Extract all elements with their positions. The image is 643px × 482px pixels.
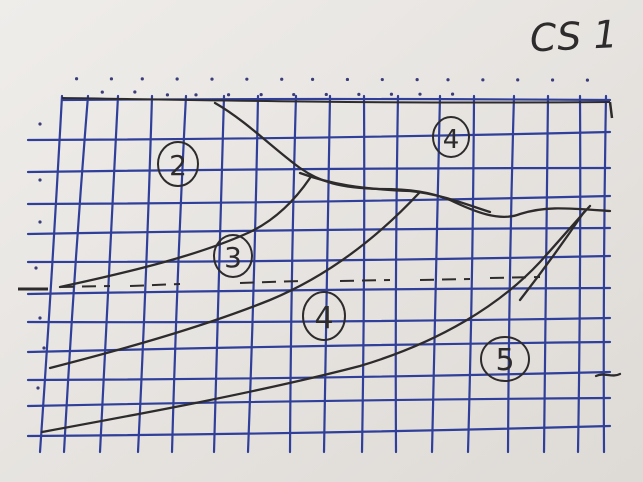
grid-left-edge [38,94,64,454]
guide-dot [140,77,144,81]
zone-label-1: 2 [157,141,199,187]
zone-label-4: 4 [302,291,346,341]
grid-vertical-line [430,94,442,454]
dotted-guides [34,77,590,390]
zone-number: 4 [443,125,460,155]
guide-dot [418,92,422,96]
zone-number: 4 [314,301,333,336]
boundary-curve-zone-4-5 [40,204,592,434]
boundary-curve-zone-4-5-branch [518,210,586,302]
grid-vertical-line [602,94,608,454]
boundary-curves [40,101,622,434]
grid-vertical-line [360,94,366,454]
guide-dot [210,77,214,81]
guide-dot [389,92,394,96]
grid-horizontal-line [26,424,612,438]
guide-dot [345,77,350,82]
grid-horizontal-line [26,396,612,408]
grid-vertical-line [576,94,582,454]
zone-circle [432,116,470,158]
grid-vertical-line [542,94,550,454]
grid-vertical-line [394,94,400,454]
guide-dot [175,77,179,81]
zone-number: 5 [495,343,514,378]
zone-circle [302,291,346,341]
grid-vertical-line [288,94,298,454]
bottom-right-mark [594,372,622,378]
guide-dot [380,77,384,82]
grid-horizontal-line [26,226,612,236]
grid-horizontal-line [26,194,612,206]
frame-right-tick [608,101,614,119]
zone-number: 2 [169,149,187,182]
guide-dot [259,93,263,97]
guide-dot [245,77,249,81]
guide-dot [165,93,170,97]
guide-dot [226,93,231,97]
grid-vertical-line [212,94,226,454]
guide-dot [34,266,38,270]
guide-dot [550,78,555,82]
zone-circle [213,234,253,278]
guide-dot [74,77,79,81]
guide-dot [446,78,450,82]
zone-label-2: 4 [432,116,470,158]
grid-vertical-line [466,94,476,454]
guide-dot [42,346,46,350]
guide-dot [133,90,137,94]
grid-horizontal-line [26,166,612,174]
guide-dot [292,92,296,97]
guide-dot [585,78,590,82]
zone-label-5: 5 [480,336,530,382]
guide-dot [100,90,104,94]
guide-dot [415,78,419,82]
grid-horizontal-line [26,130,612,142]
guide-dot [280,77,284,81]
guide-dot [324,92,328,97]
guide-dot [38,178,42,182]
grid-vertical-line [506,94,516,454]
zone-label-3: 3 [213,234,253,278]
guide-dot [38,220,42,224]
zone-circle [157,141,199,187]
zone-circle [480,336,530,382]
boundary-curve-zone-3-4 [48,190,422,370]
guide-dot [450,92,455,96]
guide-dot [38,122,42,126]
page-title: CS 1 [529,12,619,61]
grid-vertical-line [246,94,260,454]
grid-horizontal-line [26,370,612,382]
guide-dot [109,77,114,81]
grid-horizontal-line [26,316,612,324]
guide-dot [481,78,485,82]
grid-horizontal-line [26,340,612,354]
guide-dot [36,386,40,390]
guide-dot [310,77,315,81]
grid-vertical-line [322,94,332,454]
guide-dot [357,92,361,96]
horizon-dash [59,276,541,288]
grid-horizontal-line [26,254,612,264]
guide-dot [194,93,198,97]
guide-dot [516,78,520,82]
boundary-curve-top-lower [298,171,492,214]
frame-top-line [61,97,611,104]
boundary-curve-zone-2-3 [58,176,312,289]
zone-number: 3 [224,241,242,274]
guide-dot [38,316,42,320]
